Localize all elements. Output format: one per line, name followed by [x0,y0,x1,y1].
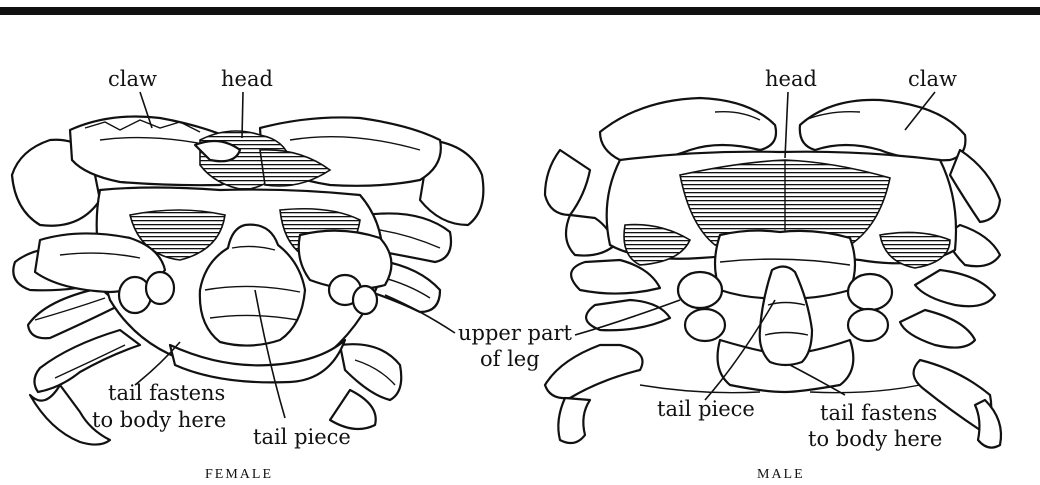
female-caption: FEMALE [205,467,273,482]
female-claw-label: claw [108,67,157,91]
male-tail-fastens-label-line1: tail fastens [820,401,937,425]
male-caption: MALE [757,467,805,482]
male-tail-piece-label: tail piece [657,397,755,421]
female-tail-piece-label: tail piece [253,425,351,449]
upper-leg-label-line2: of leg [480,347,540,371]
female-tail-fastens-label-line1: tail fastens [108,381,225,405]
male-claw-label: claw [908,67,957,91]
male-crab-drawing [545,98,1001,448]
female-head-label: head [221,67,273,91]
top-rule [0,7,1040,15]
male-tail-fastens-label-line2: to body here [808,427,942,451]
male-head-label: head [765,67,817,91]
female-crab-drawing [12,117,483,445]
female-tail-fastens-label-line2: to body here [92,408,226,432]
upper-leg-label-line1: upper part [458,321,573,345]
